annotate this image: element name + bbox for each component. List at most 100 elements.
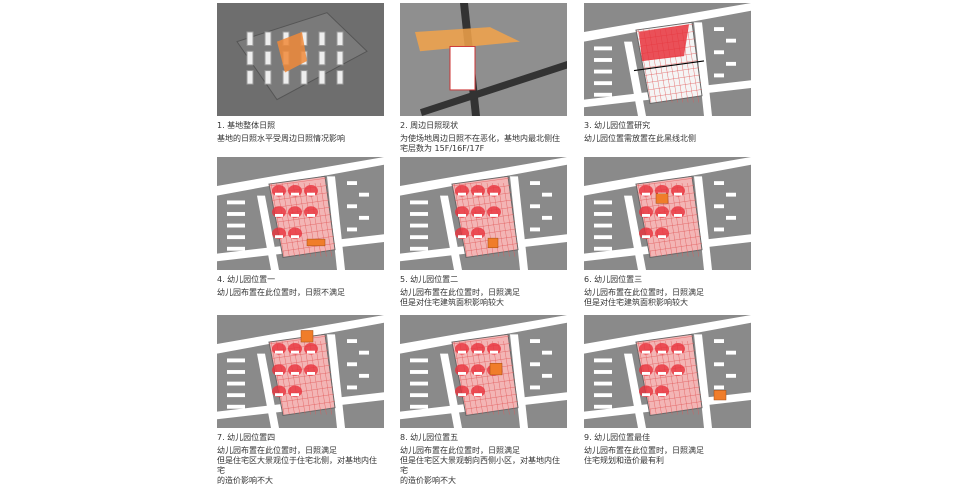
building-block [714, 362, 724, 367]
building-block [410, 393, 428, 398]
building-block [542, 350, 552, 355]
panel-description: 幼儿园布置在此位置时，日照满足 但是对住宅建筑面积影响较大 [400, 288, 520, 307]
building-block [246, 50, 254, 66]
panel-description: 为使场地周边日照不在恶化，基地内最北侧住 宅层数为 15F/16F/17F [400, 134, 560, 153]
building-block [347, 385, 357, 390]
building-block [227, 404, 245, 409]
building-block [542, 192, 552, 197]
building-block [264, 70, 272, 85]
building-block [594, 235, 612, 240]
building-block [530, 181, 540, 186]
building-block [227, 381, 245, 386]
building-block [714, 27, 724, 32]
panel-title: 1. 基地整体日照 [217, 121, 276, 130]
building-block [714, 50, 724, 55]
site-plan-image [217, 3, 384, 116]
building-block [410, 235, 428, 240]
building-block [227, 358, 245, 363]
panel-description: 幼儿园布置在此位置时，日照满足 住宅规划和造价最有利 [584, 446, 704, 465]
building-block [530, 362, 540, 367]
building-block [410, 370, 428, 374]
building-block [542, 215, 552, 220]
building-block [594, 46, 612, 51]
building-block [246, 70, 254, 85]
panel-description: 幼儿园布置在此位置时，日照满足 但是住宅区大景观位于住宅北侧，对基地内住宅 的造… [217, 446, 377, 485]
building-block [714, 73, 724, 78]
building-block [227, 212, 245, 216]
building-block [410, 404, 428, 409]
building-block [594, 223, 612, 228]
building-block [714, 204, 724, 209]
diagram-panel: 3. 幼儿园位置研究 幼儿园位置需放置在此黑线北侧 [584, 3, 751, 144]
site-plan-image [400, 3, 567, 116]
building-block [726, 215, 736, 220]
building-block [410, 358, 428, 363]
building-block [347, 339, 357, 344]
kindergarten-marker [713, 390, 727, 401]
building-block [530, 204, 540, 209]
panel-description: 幼儿园布置在此位置时，日照满足 但是住宅区大景观朝向西侧小区，对基地内住宅 的造… [400, 446, 560, 485]
building-block [227, 235, 245, 240]
building-block [347, 227, 357, 232]
diagram-panel: 1. 基地整体日照 基地的日照水平受周边日照情况影响 [217, 3, 384, 144]
panel-title: 8. 幼儿园位置五 [400, 433, 459, 442]
building-block [594, 358, 612, 363]
building-block [726, 350, 736, 355]
building-block [282, 70, 290, 85]
building-block [347, 181, 357, 186]
panel-title: 6. 幼儿园位置三 [584, 275, 643, 284]
building-block [594, 381, 612, 386]
building-block [594, 200, 612, 205]
building-block [594, 69, 612, 74]
building-block [359, 192, 369, 197]
building-block [594, 246, 612, 251]
site-plan-image [584, 3, 751, 116]
building-block [530, 227, 540, 232]
building-block [300, 70, 308, 85]
panel-description: 幼儿园布置在此位置时，日照不满足 [217, 288, 345, 297]
site-plan-image [217, 315, 384, 428]
building-block [714, 227, 724, 232]
building-block [726, 192, 736, 197]
building-block [542, 373, 552, 378]
site-plan-image [584, 315, 751, 428]
building-block [410, 212, 428, 216]
diagram-panel: 8. 幼儿园位置五 幼儿园布置在此位置时，日照满足 但是住宅区大景观朝向西侧小区… [400, 315, 567, 486]
building-block [726, 38, 736, 43]
diagram-panel: 5. 幼儿园位置二 幼儿园布置在此位置时，日照满足 但是对住宅建筑面积影响较大 [400, 157, 567, 308]
diagram-panel: 6. 幼儿园位置三 幼儿园布置在此位置时，日照满足 但是对住宅建筑面积影响较大 [584, 157, 751, 308]
panel-title: 2. 周边日照现状 [400, 121, 459, 130]
diagram-panel: 2. 周边日照现状 为使场地周边日照不在恶化，基地内最北侧住 宅层数为 15F/… [400, 3, 567, 154]
building-block [246, 31, 254, 46]
building-block [594, 370, 612, 374]
building-block [264, 50, 272, 66]
building-block [594, 81, 612, 86]
building-block [594, 404, 612, 409]
site-plan-image [584, 157, 751, 270]
building-block [594, 92, 612, 97]
building-block [318, 50, 326, 66]
building-block [227, 223, 245, 228]
panel-description: 幼儿园布置在此位置时，日照满足 但是对住宅建筑面积影响较大 [584, 288, 704, 307]
building-block [227, 200, 245, 205]
building-block [336, 70, 344, 85]
building-block [594, 212, 612, 216]
panel-title: 4. 幼儿园位置一 [217, 275, 276, 284]
building-block [359, 350, 369, 355]
building-block [726, 61, 736, 66]
building-block [227, 393, 245, 398]
building-block [714, 339, 724, 344]
building-block [594, 393, 612, 398]
panel-title: 3. 幼儿园位置研究 [584, 121, 651, 130]
panel-title: 7. 幼儿园位置四 [217, 433, 276, 442]
building-block [336, 50, 344, 66]
kindergarten-marker [489, 363, 503, 376]
kindergarten-marker [300, 330, 314, 343]
panel-title: 9. 幼儿园位置最佳 [584, 433, 651, 442]
kindergarten-marker [655, 193, 669, 204]
building-block [726, 373, 736, 378]
panel-title: 5. 幼儿园位置二 [400, 275, 459, 284]
site-plan-image [400, 157, 567, 270]
building-block [714, 181, 724, 186]
building-block [227, 370, 245, 374]
